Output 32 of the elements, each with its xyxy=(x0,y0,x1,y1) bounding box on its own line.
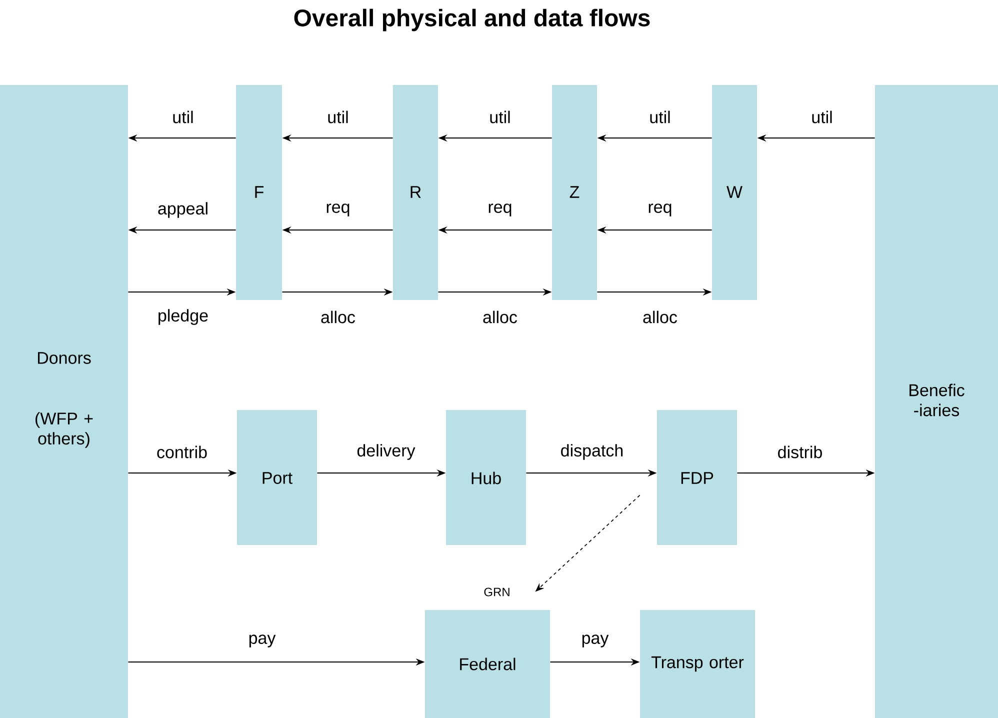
edge-label: req xyxy=(646,202,674,218)
edge-label: appeal xyxy=(156,201,210,219)
edge-label: alloc xyxy=(320,310,356,324)
edge-label: alloc xyxy=(482,310,518,324)
edge-label: req xyxy=(486,202,514,218)
edge-label: pledge xyxy=(156,308,210,326)
process-box: Hub xyxy=(446,410,526,545)
edge-label: util xyxy=(648,110,672,124)
process-box: Transp orter xyxy=(640,610,755,718)
edge-label: util xyxy=(810,110,834,124)
stage-bar: Z xyxy=(552,85,597,300)
donor-box: Donors (WFP + others) xyxy=(0,85,128,718)
edge-label: dispatch xyxy=(559,443,625,461)
stage-bar: R xyxy=(393,85,438,300)
process-box: Federal xyxy=(425,610,550,718)
stage-bar: F xyxy=(236,85,282,300)
edge-label: distrib xyxy=(776,444,824,460)
edge-label: req xyxy=(324,202,352,218)
edge-label: delivery xyxy=(356,443,416,461)
process-box: FDP xyxy=(657,410,737,545)
title: Overall physical and data flows xyxy=(294,8,650,32)
edge-label: pay xyxy=(580,634,610,648)
edge-label: pay xyxy=(247,634,277,648)
edge-label: util xyxy=(326,110,350,124)
beneficiary-box: Benefic -iaries xyxy=(875,85,998,718)
stage-bar: W xyxy=(712,85,757,300)
edge-label: contrib xyxy=(156,444,209,460)
edge-label: alloc xyxy=(642,310,678,324)
edge-label: GRN xyxy=(482,586,512,598)
process-box: Port xyxy=(237,410,317,545)
edge-label: util xyxy=(171,110,195,124)
edge-label: util xyxy=(488,110,512,124)
